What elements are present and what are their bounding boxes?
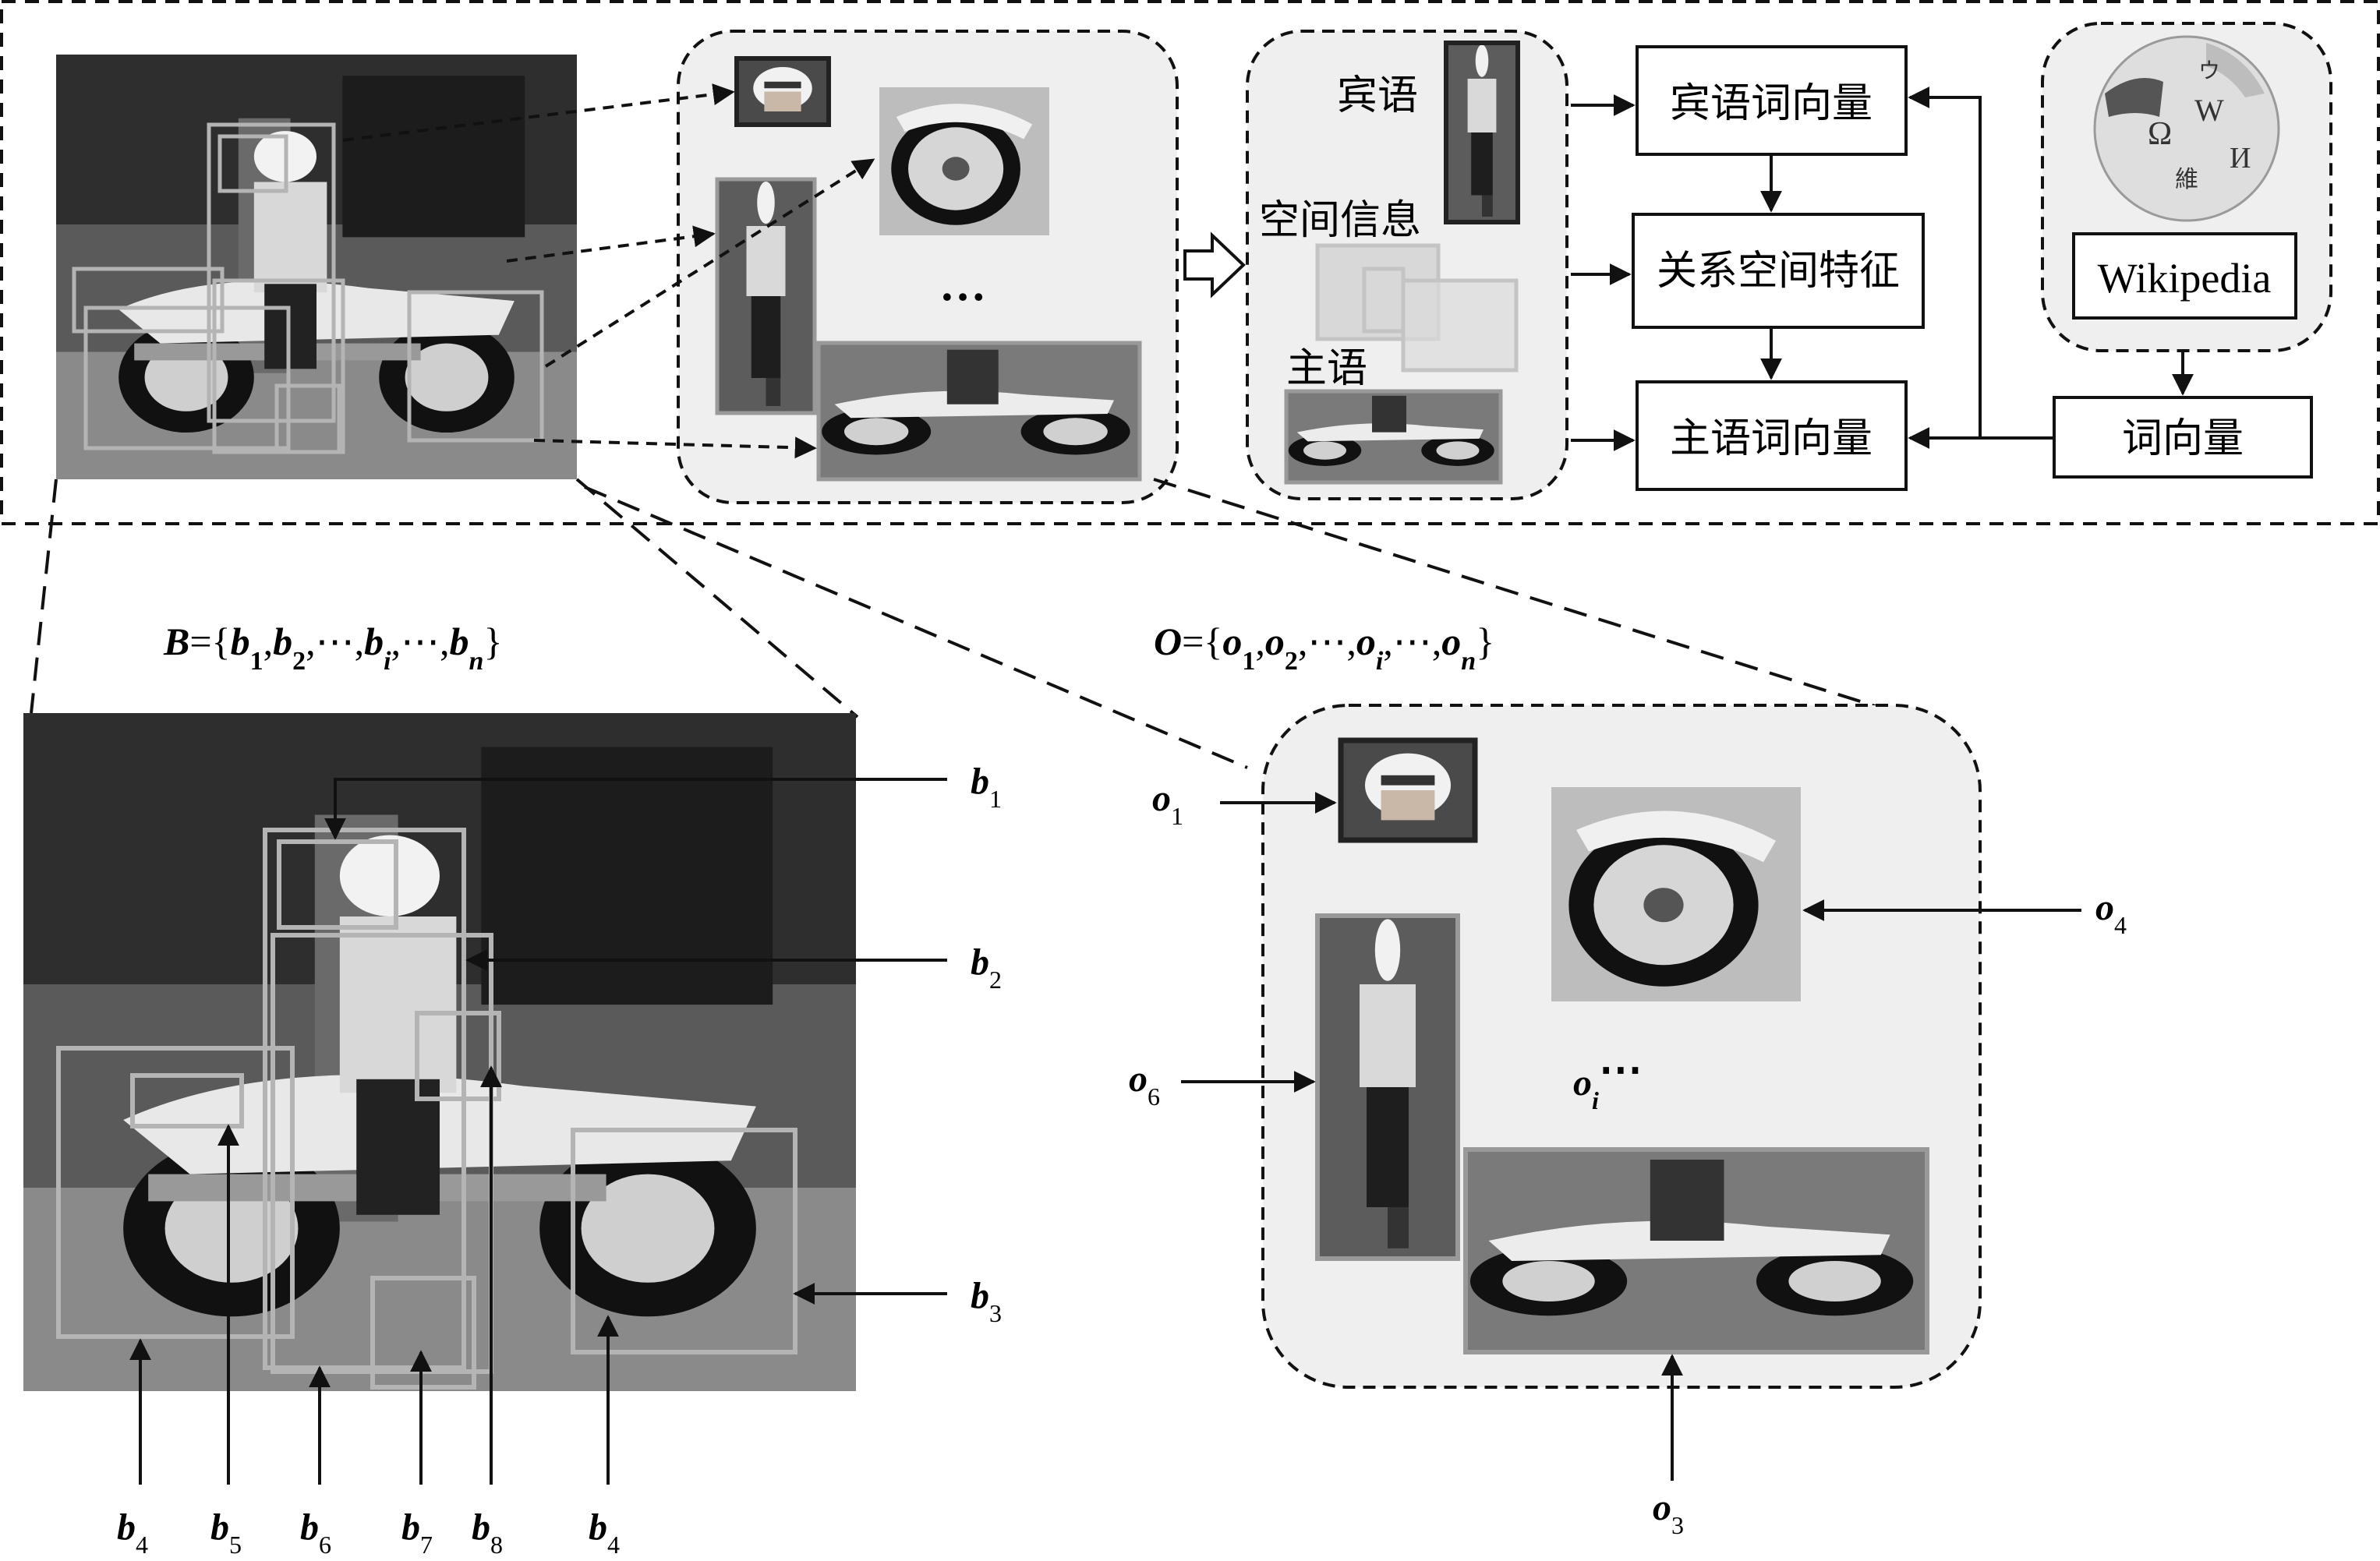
wikipedia-label: Wikipedia: [2098, 255, 2272, 302]
subject-word-vector-box: 主语词向量: [1636, 380, 1908, 491]
subject-crop: [1284, 389, 1503, 485]
object-word-vector-box: 宾语词向量: [1636, 45, 1908, 156]
subject-label: 主语: [1286, 345, 1367, 392]
label-b4-left: b4: [117, 1506, 148, 1559]
label-oi: oi⋯: [1573, 1046, 1643, 1114]
globe-glyph-u: ウ: [2198, 58, 2220, 83]
label-o3: o3: [1653, 1487, 1684, 1539]
panel1-crops: [715, 56, 1142, 482]
label-b6: b6: [300, 1506, 331, 1559]
spatial-boxes-icon: [1315, 243, 1519, 373]
label-b4-right: b4: [589, 1506, 620, 1559]
label-b8: b8: [472, 1506, 503, 1559]
label-b1: b1: [971, 761, 1002, 813]
feature-arrows: [1571, 87, 2194, 451]
label-b7: b7: [401, 1506, 433, 1559]
label-b2: b2: [971, 941, 1002, 994]
globe-glyph-omega: Ω: [2148, 116, 2172, 152]
globe-glyph-i: И: [2230, 142, 2251, 175]
label-o4: o4: [2095, 887, 2127, 939]
object-crop: [1444, 41, 1520, 224]
bottom-source-photo: [23, 713, 856, 1391]
word-vector-box: 词向量: [2053, 396, 2313, 479]
label-b5: b5: [210, 1506, 242, 1559]
set-b-formula: B={b1,b2,⋯,bi,⋯,bn}: [163, 620, 502, 676]
photo-to-crop-arrows: [342, 83, 875, 459]
zoom-lines: [30, 478, 1911, 769]
globe-glyph-w: W: [2194, 93, 2224, 128]
set-o-formula: O={o1,o2,⋯,oi,⋯,on}: [1154, 620, 1494, 676]
b-labels: b1 b2 b3 b4 b5 b6 b7 b8 b4: [117, 761, 1002, 1559]
label-b3: b3: [971, 1275, 1002, 1327]
top-source-photo: [56, 55, 577, 479]
wikipedia-label-box: [2072, 232, 2297, 320]
word-vector-label: 词向量: [2122, 415, 2244, 462]
label-o6: o6: [1129, 1058, 1160, 1111]
object-label: 宾语: [1337, 72, 1418, 119]
globe-glyph-wei: 維: [2175, 166, 2198, 193]
object-word-vector-label: 宾语词向量: [1670, 80, 1873, 127]
wikipedia-globe-icon: Ω W И 維 ウ: [2093, 35, 2280, 222]
top-photo-bboxes: [72, 122, 544, 454]
b-label-arrows: [129, 778, 947, 1485]
relation-spatial-feature-label: 关系空间特征: [1657, 248, 1900, 295]
panel1-ellipsis: …: [939, 259, 986, 310]
label-o1: o1: [1152, 778, 1183, 830]
spatial-info-label: 空间信息: [1259, 197, 1421, 244]
subject-word-vector-label: 主语词向量: [1670, 415, 1873, 462]
o-labels: o1 o4 o6 oi⋯ o3: [1129, 778, 2127, 1539]
transition-arrow-icon: [1183, 231, 1246, 298]
o-label-arrows: [1181, 792, 2081, 1481]
object-set-crops: [1315, 737, 1929, 1354]
relation-spatial-feature-box: 关系空间特征: [1632, 213, 1925, 329]
